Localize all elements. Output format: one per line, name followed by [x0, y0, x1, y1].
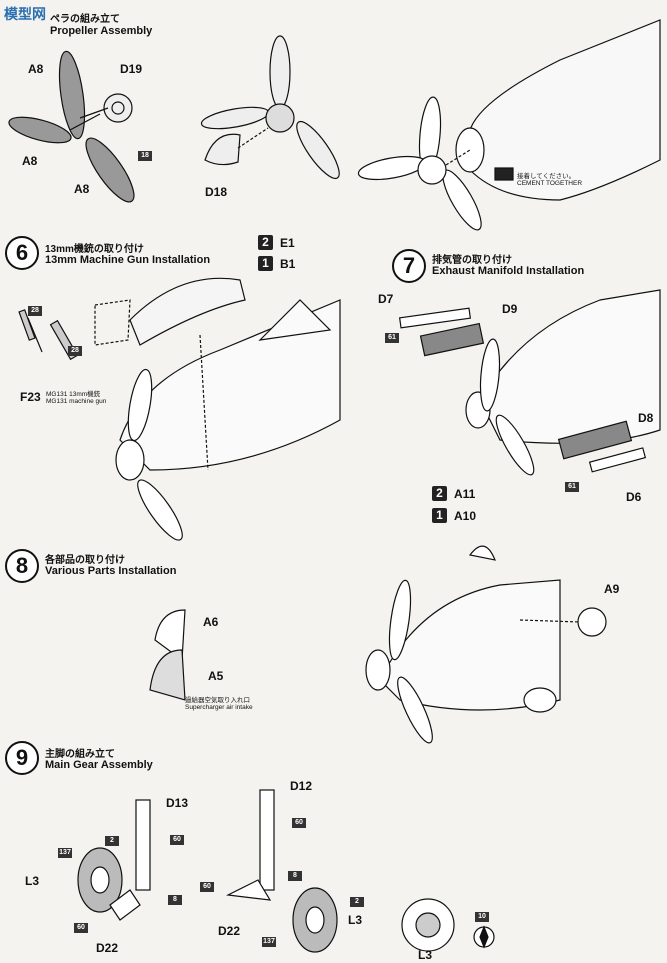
mg-note-en: MG131 machine gun — [46, 398, 107, 405]
step8-title-jp: 各部品の取り付け — [45, 555, 125, 566]
color-60-d: 60 — [200, 882, 214, 892]
label-l3-b: L3 — [348, 913, 363, 927]
step6-number: 6 — [5, 236, 39, 270]
color-10: 10 — [475, 912, 489, 922]
step7-number: 7 — [392, 249, 426, 283]
cement-note-en: CEMENT TOGETHER — [517, 180, 583, 187]
step6-title-jp: 13mm機銃の取り付け — [45, 244, 144, 255]
label-a10: A10 — [454, 509, 477, 523]
label-d12: D12 — [290, 779, 313, 793]
color-137-b: 137 — [262, 937, 276, 947]
label-a6: A6 — [203, 615, 219, 629]
step8-title-en: Various Parts Installation — [45, 565, 177, 577]
spinner-d18 — [204, 133, 241, 166]
step9-title-jp: 主脚の組み立て — [45, 749, 115, 760]
label-d9: D9 — [502, 302, 518, 316]
blade-a8-top — [58, 50, 86, 140]
label-a8-3: A8 — [74, 182, 90, 196]
color-18: 18 — [138, 151, 152, 161]
watermark-logo: 模型网 — [4, 6, 46, 22]
label-d18: D18 — [205, 185, 228, 199]
label-e1: E1 — [280, 236, 295, 250]
label-d7: D7 — [378, 292, 394, 306]
label-d19: D19 — [120, 62, 143, 76]
label-d13: D13 — [166, 796, 189, 810]
variant-1-badge: 1 — [258, 256, 273, 271]
air-note-jp: 過給器空気取り入れ口 — [185, 697, 250, 704]
label-d22-a: D22 — [96, 941, 119, 955]
label-a5: A5 — [208, 669, 224, 683]
blade-a8-left — [8, 116, 72, 144]
color-2-a: 2 — [105, 836, 119, 846]
color-60-a: 60 — [170, 835, 184, 845]
label-a8-1: A8 — [28, 62, 44, 76]
label-a11: A11 — [454, 487, 476, 501]
variant-2-badge-s7: 2 — [432, 486, 447, 501]
spinner-back-d19 — [103, 93, 133, 123]
label-b1: B1 — [280, 257, 296, 271]
step6-title-en: 13mm Machine Gun Installation — [45, 254, 211, 266]
air-note-en: Supercharger air intake — [185, 704, 253, 711]
color-28-a: 28 — [28, 306, 42, 316]
mg-note-jp: MG131 13mm機銃 — [46, 391, 101, 398]
color-60-c: 60 — [292, 818, 306, 828]
label-f23: F23 — [20, 390, 41, 404]
label-l3-c: L3 — [418, 948, 433, 962]
cement-note-jp: 接着してください。 — [517, 173, 576, 180]
label-d22-b: D22 — [218, 924, 241, 938]
color-8-b: 8 — [288, 871, 302, 881]
color-61-a: 61 — [385, 333, 399, 343]
step9-title-en: Main Gear Assembly — [45, 759, 153, 771]
step8-number: 8 — [5, 549, 39, 583]
color-60-b: 60 — [74, 923, 88, 933]
step9-number: 9 — [5, 741, 39, 775]
color-8-a: 8 — [168, 895, 182, 905]
variant-2-badge: 2 — [258, 235, 273, 250]
label-a8-2: A8 — [22, 154, 38, 168]
label-a9: A9 — [604, 582, 620, 596]
blade-a8-bottom — [85, 137, 135, 203]
variant-1-badge-s7: 1 — [432, 508, 447, 523]
color-2-b: 2 — [350, 897, 364, 907]
color-137-a: 137 — [58, 848, 72, 858]
label-l3-a: L3 — [25, 874, 40, 888]
step5-title-jp: ペラの組み立て — [50, 14, 120, 25]
label-d8: D8 — [638, 411, 654, 425]
label-d6: D6 — [626, 490, 642, 504]
step7-title-jp: 排気管の取り付け — [432, 255, 512, 266]
step5-title-en: Propeller Assembly — [50, 25, 153, 37]
step7-title-en: Exhaust Manifold Installation — [432, 265, 585, 277]
color-28-b: 28 — [68, 346, 82, 356]
color-61-b: 61 — [565, 482, 579, 492]
